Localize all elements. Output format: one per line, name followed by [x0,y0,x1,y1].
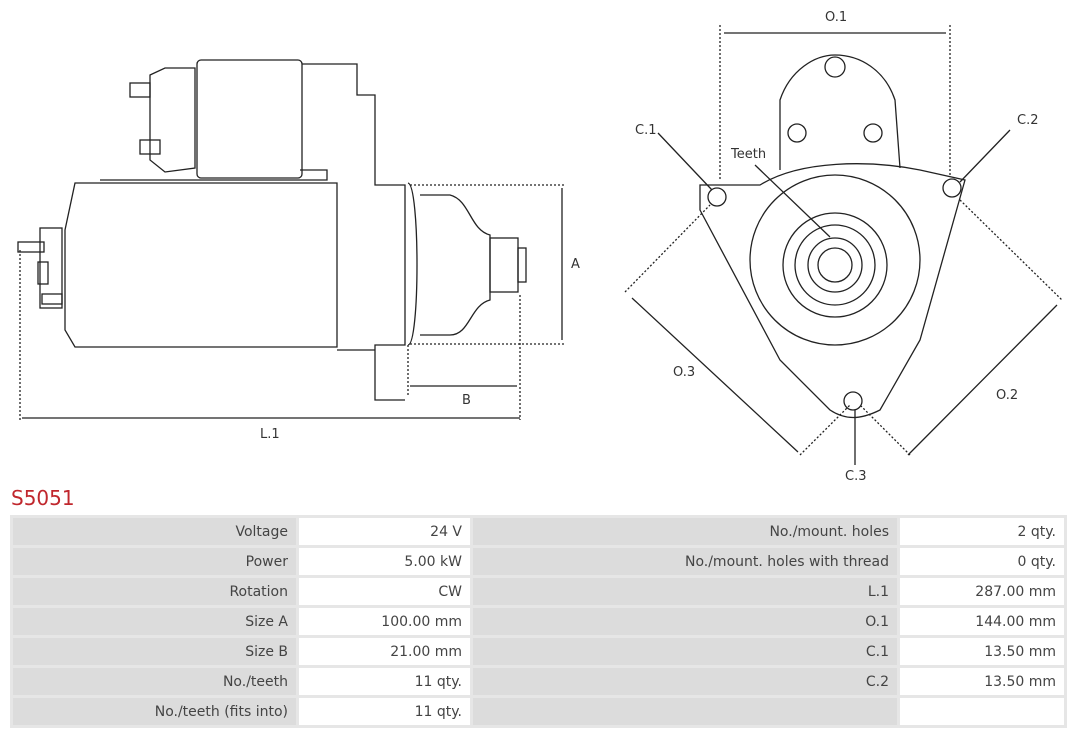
spec-value: 13.50 mm [900,638,1064,665]
spec-label: Size B [13,638,296,665]
spec-label: O.1 [473,608,897,635]
product-code: S5051 [11,486,75,510]
spec-value: 5.00 kW [299,548,470,575]
spec-value [900,698,1064,725]
spec-label [473,698,897,725]
dim-o3-label: O.3 [673,365,695,380]
front-view [624,25,1063,465]
dim-l1-label: L.1 [260,427,280,442]
spec-value: 144.00 mm [900,608,1064,635]
dim-c2-label: C.2 [1017,113,1038,128]
dim-o1-label: O.1 [825,10,847,25]
dim-a-label: A [571,257,580,272]
spec-value: 11 qty. [299,698,470,725]
dim-c1-label: C.1 [635,123,656,138]
spec-row: No./teeth (fits into)11 qty. [13,698,1064,725]
spec-label: No./teeth [13,668,296,695]
spec-value: 0 qty. [900,548,1064,575]
spec-label: Voltage [13,518,296,545]
spec-label: Power [13,548,296,575]
spec-label: C.1 [473,638,897,665]
spec-label: No./mount. holes [473,518,897,545]
technical-drawing: A B L.1 O.1 O.2 O.3 C.1 C.2 C.3 Teeth [17,10,1063,480]
spec-value: 11 qty. [299,668,470,695]
spec-value: 287.00 mm [900,578,1064,605]
dim-b-label: B [462,393,471,408]
spec-value: CW [299,578,470,605]
dim-c3-label: C.3 [845,469,866,480]
spec-label: Rotation [13,578,296,605]
spec-label: Size A [13,608,296,635]
spec-value: 13.50 mm [900,668,1064,695]
spec-label: No./teeth (fits into) [13,698,296,725]
spec-value: 21.00 mm [299,638,470,665]
dim-o2-label: O.2 [996,388,1018,403]
spec-label: No./mount. holes with thread [473,548,897,575]
side-view [17,59,565,420]
teeth-label: Teeth [730,147,766,162]
spec-value: 24 V [299,518,470,545]
spec-value: 100.00 mm [299,608,470,635]
spec-label: C.2 [473,668,897,695]
spec-label: L.1 [473,578,897,605]
spec-value: 2 qty. [900,518,1064,545]
